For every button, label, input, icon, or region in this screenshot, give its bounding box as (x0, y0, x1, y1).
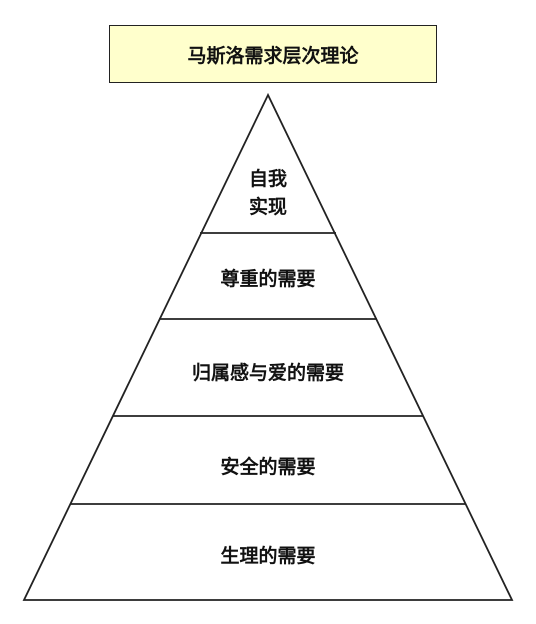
level-physiological: 生理的需要 (220, 545, 316, 567)
level-self-actualization-line1: 自我 (248, 168, 287, 190)
pyramid-outline (22, 92, 514, 601)
level-safety: 安全的需要 (220, 456, 316, 478)
diagram-title: 马斯洛需求层次理论 (109, 25, 437, 83)
level-esteem: 尊重的需要 (220, 268, 316, 290)
level-self-actualization-line2: 实现 (248, 196, 287, 218)
level-self-actualization: 自我 实现 (0, 165, 536, 221)
level-belonging-love: 归属感与爱的需要 (191, 362, 344, 384)
